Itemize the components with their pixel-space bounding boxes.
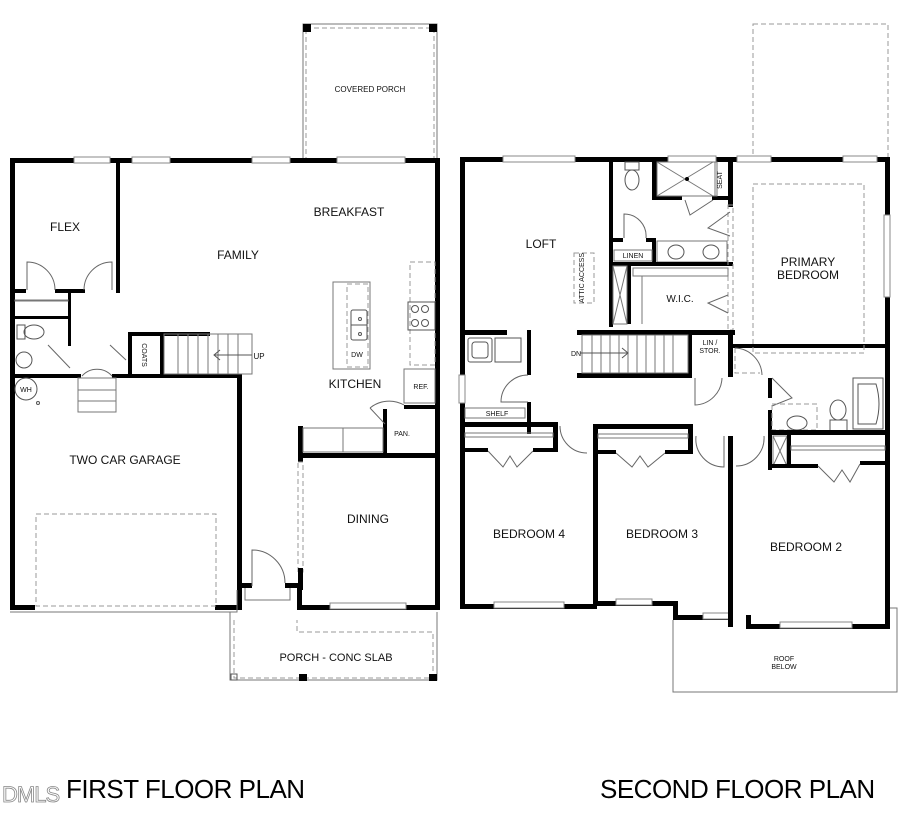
- second-floor-title: SECOND FLOOR PLAN: [600, 774, 875, 804]
- dmls-watermark: DMLS: [2, 782, 61, 808]
- water-heater-label: WH: [20, 387, 32, 394]
- roof-below-label-line2: BELOW: [771, 664, 797, 671]
- front-porch-outline: [229, 612, 438, 681]
- shower-seat-label: SEAT: [717, 170, 724, 188]
- second-floor-stairs: [580, 334, 689, 374]
- kitchen-island: DW: [332, 281, 371, 370]
- room-label-primary-bedroom-line1: PRIMARY: [781, 255, 835, 269]
- first-floor-title: FIRST FLOOR PLAN: [66, 774, 305, 804]
- refrigerator-label: REF.: [413, 384, 428, 391]
- room-label-bedroom-2: BEDROOM 2: [770, 540, 842, 554]
- attic-access-label: ATTIC ACCESS: [579, 253, 586, 303]
- room-label-kitchen: KITCHEN: [329, 377, 382, 391]
- room-label-two-car-garage: TWO CAR GARAGE: [69, 453, 180, 467]
- room-label-primary-bedroom-line2: BEDROOM: [777, 268, 839, 282]
- lin-stor-label-line1: LIN /: [703, 340, 718, 347]
- room-label-family: FAMILY: [217, 248, 259, 262]
- roof-below-label-line1: ROOF: [774, 656, 794, 663]
- lin-stor-label-line2: STOR.: [699, 348, 720, 355]
- first-floor-stairs: [163, 333, 253, 375]
- cooktop: [407, 301, 436, 331]
- coats-closet-label: COATS: [140, 343, 147, 367]
- washer-dryer: [467, 337, 522, 363]
- first-floor-plan: WH COATS UP: [10, 23, 440, 681]
- room-label-wic: W.I.C.: [666, 294, 693, 305]
- dishwasher-label: DW: [351, 352, 363, 359]
- room-label-dining: DINING: [347, 512, 389, 526]
- room-label-breakfast: BREAKFAST: [314, 205, 385, 219]
- room-label-loft: LOFT: [526, 237, 557, 251]
- room-label-covered-porch: COVERED PORCH: [335, 85, 406, 94]
- room-label-bedroom-4: BEDROOM 4: [493, 527, 565, 541]
- room-label-bedroom-3: BEDROOM 3: [626, 527, 698, 541]
- room-label-flex: FLEX: [50, 220, 80, 234]
- shelf-label: SHELF: [486, 411, 509, 418]
- stairs-down-label: DN: [571, 351, 581, 358]
- pantry-label: PAN.: [394, 431, 410, 438]
- second-floor-plan: SEAT LINEN W.I.C.: [458, 23, 898, 693]
- linen-closet-label: LINEN: [623, 253, 644, 260]
- stairs-up-label: UP: [253, 352, 264, 361]
- room-label-porch: PORCH - CONC SLAB: [279, 652, 392, 664]
